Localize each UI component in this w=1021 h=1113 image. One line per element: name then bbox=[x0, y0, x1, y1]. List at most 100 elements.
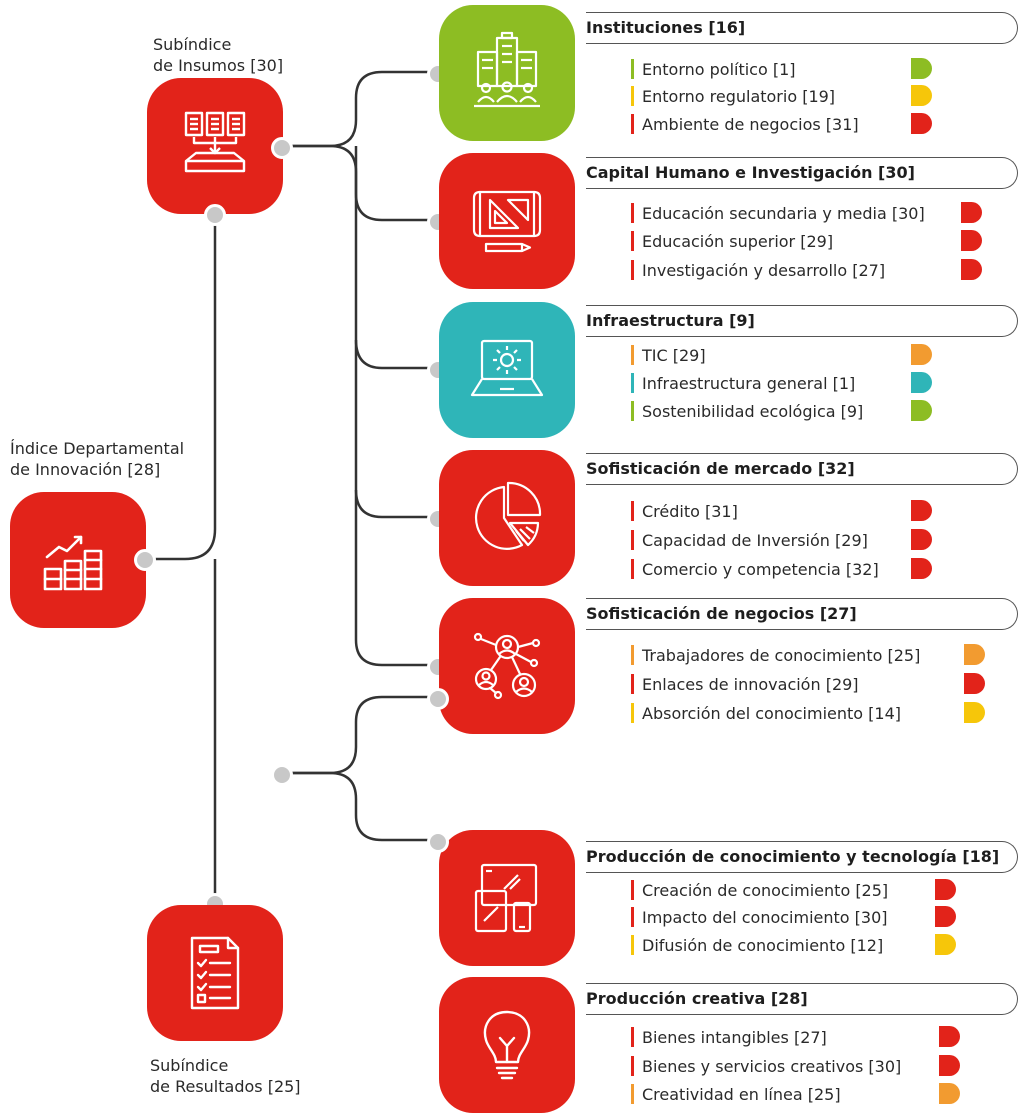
pillar-creativa-tile[interactable] bbox=[439, 977, 575, 1113]
color-bar bbox=[631, 530, 634, 550]
status-indicator bbox=[935, 879, 956, 900]
root-tile[interactable] bbox=[10, 492, 146, 628]
sub-pillar-item: Educación superior [29] bbox=[631, 230, 833, 252]
sub-pillar-item: Capacidad de Inversión [29] bbox=[631, 529, 868, 551]
sub-pillar-label: Infraestructura general [1] bbox=[642, 373, 856, 393]
sub-pillar-label: Bienes y servicios creativos [30] bbox=[642, 1056, 902, 1076]
connector-insumos-mercado bbox=[354, 489, 438, 519]
status-indicator bbox=[961, 230, 982, 251]
connector-insumos-spine bbox=[354, 146, 438, 667]
connector-root-trunk bbox=[145, 214, 217, 561]
status-indicator bbox=[911, 558, 932, 579]
status-indicator bbox=[911, 344, 932, 365]
sub-pillar-label: Bienes intangibles [27] bbox=[642, 1027, 827, 1047]
pillar-title: Sofisticación de negocios [27] bbox=[586, 604, 857, 623]
sub-pillar-label: Impacto del conocimiento [30] bbox=[642, 907, 888, 927]
pillar-title: Producción creativa [28] bbox=[586, 989, 808, 1008]
color-bar bbox=[631, 231, 634, 251]
color-bar bbox=[631, 935, 634, 955]
connector-resultados-creativa bbox=[282, 771, 438, 842]
pillar-infraestructura-header: Infraestructura [9] bbox=[586, 305, 1018, 337]
subindex-insumos-label-line2: de Insumos [30] bbox=[153, 56, 284, 75]
subindex-resultados-label: Subíndice de Resultados [25] bbox=[150, 1055, 301, 1097]
subindex-insumos-tile[interactable] bbox=[147, 78, 283, 214]
sub-pillar-label: Educación superior [29] bbox=[642, 231, 834, 251]
color-bar bbox=[631, 674, 634, 694]
subindex-insumos-label: Subíndice de Insumos [30] bbox=[153, 34, 283, 76]
pie-chart-icon bbox=[474, 481, 542, 550]
subindex-resultados-label-line2: de Resultados [25] bbox=[150, 1077, 301, 1096]
pillar-mercado-header: Sofisticación de mercado [32] bbox=[586, 453, 1018, 485]
sub-pillar-item: Sostenibilidad ecológica [9] bbox=[631, 400, 863, 422]
pillar-conocimiento-header: Producción de conocimiento y tecnología … bbox=[586, 841, 1018, 873]
sub-pillar-label: Trabajadores de conocimiento [25] bbox=[642, 645, 921, 665]
lightbulb-icon bbox=[483, 1010, 531, 1080]
status-indicator bbox=[911, 500, 932, 521]
status-indicator bbox=[935, 906, 956, 927]
pillar-capital-tile[interactable] bbox=[439, 153, 575, 289]
sub-pillar-item: Investigación y desarrollo [27] bbox=[631, 259, 885, 281]
sub-pillar-label: Enlaces de innovación [29] bbox=[642, 674, 859, 694]
drafting-tools-icon bbox=[472, 190, 542, 253]
color-bar bbox=[631, 203, 634, 223]
pillar-mercado-tile[interactable] bbox=[439, 450, 575, 586]
status-indicator bbox=[961, 259, 982, 280]
connector-insumos-instituciones bbox=[282, 70, 438, 148]
sub-pillar-item: Difusión de conocimiento [12] bbox=[631, 934, 883, 956]
connector-resultados-conocimiento bbox=[282, 695, 438, 775]
color-bar bbox=[631, 401, 634, 421]
color-bar bbox=[631, 59, 634, 79]
pillar-negocios-tile[interactable] bbox=[439, 598, 575, 734]
sub-pillar-label: Creación de conocimiento [25] bbox=[642, 880, 889, 900]
color-bar bbox=[631, 345, 634, 365]
color-bar bbox=[631, 907, 634, 927]
status-indicator bbox=[939, 1026, 960, 1047]
subindex-insumos-label-line1: Subíndice bbox=[153, 35, 232, 54]
pillar-conocimiento-tile[interactable] bbox=[439, 830, 575, 966]
subindex-resultados-tile[interactable] bbox=[147, 905, 283, 1041]
pillar-title: Producción de conocimiento y tecnología … bbox=[586, 847, 1000, 866]
sub-pillar-label: Sostenibilidad ecológica [9] bbox=[642, 401, 864, 421]
color-bar bbox=[631, 1056, 634, 1076]
sub-pillar-label: Capacidad de Inversión [29] bbox=[642, 530, 868, 550]
sub-pillar-item: Bienes y servicios creativos [30] bbox=[631, 1055, 901, 1077]
color-bar bbox=[631, 86, 634, 106]
sub-pillar-label: Crédito [31] bbox=[642, 501, 738, 521]
sub-pillar-item: Creación de conocimiento [25] bbox=[631, 879, 888, 901]
sub-pillar-label: Entorno político [1] bbox=[642, 59, 796, 79]
color-bar bbox=[631, 645, 634, 665]
laptop-gear-icon bbox=[470, 339, 544, 397]
people-network-icon bbox=[473, 632, 541, 700]
subindex-resultados-label-line1: Subíndice bbox=[150, 1056, 229, 1075]
checklist-icon bbox=[190, 936, 240, 1010]
sub-pillar-item: Crédito [31] bbox=[631, 500, 738, 522]
status-indicator bbox=[964, 644, 985, 665]
status-indicator bbox=[911, 58, 932, 79]
bar-chart-growth-icon bbox=[43, 535, 103, 591]
status-indicator bbox=[911, 113, 932, 134]
sub-pillar-item: Comercio y competencia [32] bbox=[631, 558, 879, 580]
pillar-infraestructura-tile[interactable] bbox=[439, 302, 575, 438]
pillar-title: Infraestructura [9] bbox=[586, 311, 755, 330]
root-label-line1: Índice Departamental bbox=[10, 439, 185, 458]
sub-pillar-label: Difusión de conocimiento [12] bbox=[642, 935, 884, 955]
root-label: Índice Departamental de Innovación [28] bbox=[10, 438, 184, 480]
connector-insumos-infra bbox=[354, 339, 438, 370]
sub-pillar-item: Impacto del conocimiento [30] bbox=[631, 906, 888, 928]
sub-pillar-label: TIC [29] bbox=[642, 345, 706, 365]
sub-pillar-item: Infraestructura general [1] bbox=[631, 372, 855, 394]
color-bar bbox=[631, 880, 634, 900]
sub-pillar-item: Ambiente de negocios [31] bbox=[631, 113, 859, 135]
pillar-title: Instituciones [16] bbox=[586, 18, 746, 37]
sub-pillar-item: Enlaces de innovación [29] bbox=[631, 673, 859, 695]
sub-pillar-item: Absorción del conocimiento [14] bbox=[631, 702, 901, 724]
sub-pillar-label: Educación secundaria y media [30] bbox=[642, 203, 925, 223]
color-bar bbox=[631, 260, 634, 280]
sub-pillar-label: Ambiente de negocios [31] bbox=[642, 114, 859, 134]
status-indicator bbox=[964, 702, 985, 723]
status-indicator bbox=[961, 202, 982, 223]
sub-pillar-item: Entorno regulatorio [19] bbox=[631, 85, 835, 107]
pillar-instituciones-tile[interactable] bbox=[439, 5, 575, 141]
color-bar bbox=[631, 114, 634, 134]
